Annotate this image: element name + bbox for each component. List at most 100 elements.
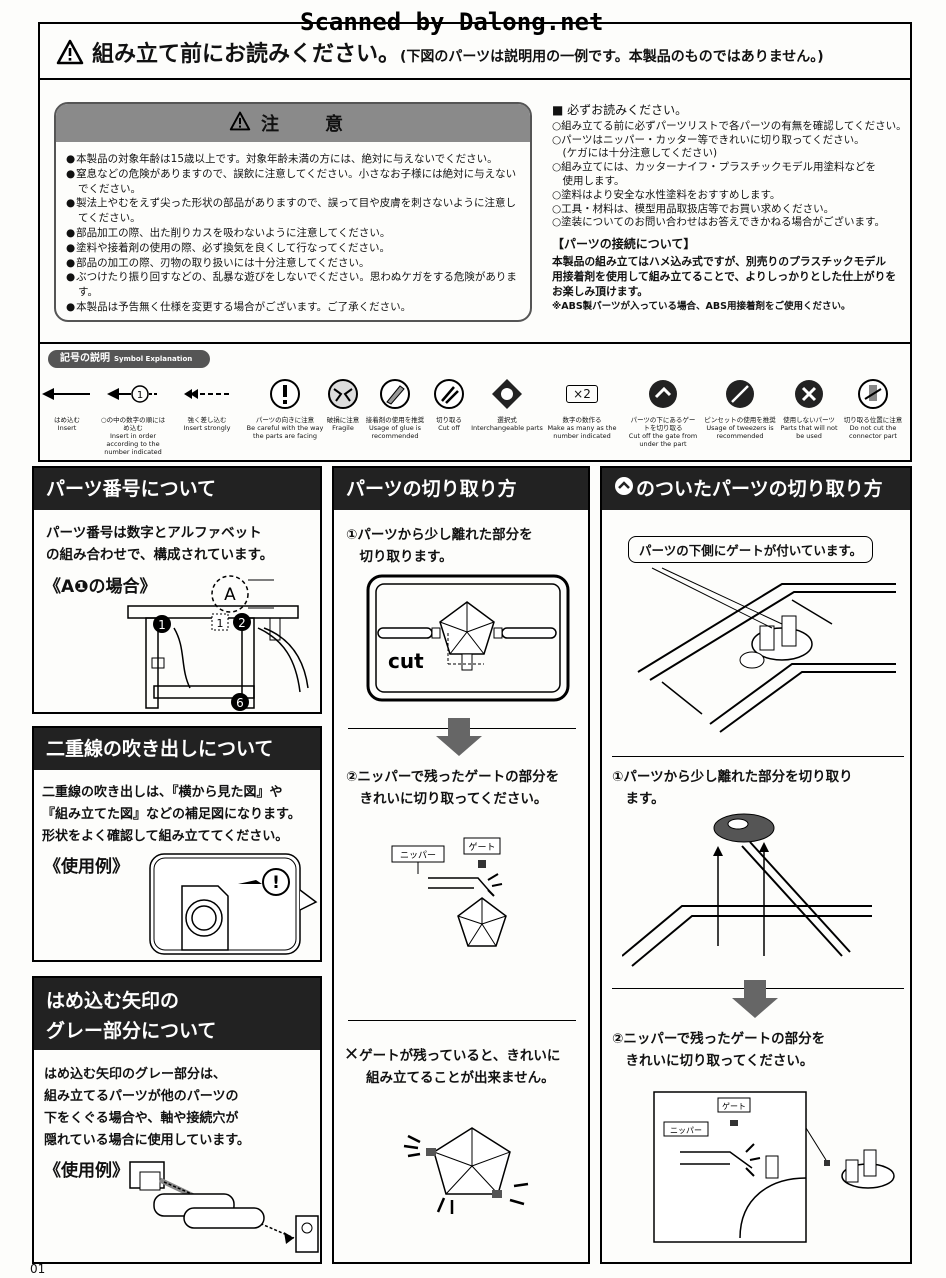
- gate-remaining-diagram: [403, 1127, 529, 1214]
- label-six: 6: [236, 696, 244, 710]
- down-arrow-icon: [436, 718, 482, 756]
- nipper-label: ニッパー: [400, 850, 436, 861]
- panel-title: はめ込む矢印のグレー部分について: [34, 978, 320, 1050]
- connect-title: 【パーツの接続について】: [552, 237, 696, 252]
- caution-title-bar: 注 意: [56, 104, 530, 142]
- notes-item: 使用します。: [552, 174, 625, 187]
- gate-nipper-diagram: ゲート ニッパー: [653, 1091, 895, 1243]
- notes-item: ○塗料はより安全な水性塗料をおすすめします。: [552, 188, 781, 201]
- caution-box: 注 意 本製品の対象年齢は15歳以上です。対象年齢未満の方には、絶対に与えないで…: [54, 102, 532, 322]
- notes-heading: ■ 必ずお読みください。: [552, 103, 688, 117]
- panel-gray-arrow: はめ込む矢印のグレー部分について はめ込む矢印のグレー部分は、組み立てるパーツが…: [32, 976, 322, 1264]
- warning-icon: [56, 39, 84, 71]
- gate-label: ゲート: [468, 841, 495, 853]
- svg-text:1: 1: [137, 390, 143, 401]
- panel-title: 二重線の吹き出しについて: [34, 728, 320, 770]
- panel-title: のついたパーツの切り取り方: [602, 468, 910, 510]
- no-cut-icon: [858, 379, 888, 409]
- notes-item: (ケガには十分注意してください): [552, 147, 718, 160]
- fragile-icon: [328, 379, 358, 409]
- panel-bubble: 二重線の吹き出しについて 二重線の吹き出しは、『横から見た図』や『組み立てた図』…: [32, 726, 322, 962]
- caution-title: 注 意: [261, 114, 357, 135]
- gate-under-icon: [649, 380, 677, 408]
- exclamation-icon: !: [272, 873, 280, 893]
- label-box1: 1: [217, 617, 224, 630]
- panel-part-number: パーツ番号について パーツ番号は数字とアルファベットの組み合わせで、構成されてい…: [32, 466, 322, 714]
- example-label: 《A❶の場合》: [44, 577, 157, 597]
- notes-section: ■ 必ずお読みください。 ○組み立てる前に必ずパーツリストで各パーツの有無を確認…: [552, 103, 912, 314]
- caution-item: 製法上やむをえず尖った形状の部品がありますので、誤って目や皮膚を刺さないように注…: [66, 196, 520, 226]
- label-one: 1: [158, 618, 166, 632]
- label-a: A: [224, 585, 236, 605]
- down-arrow-icon: [732, 980, 778, 1018]
- panel-text: はめ込む矢印のグレー部分は、組み立てるパーツが他のパーツの下をくぐる場合や、軸や…: [44, 1067, 250, 1148]
- double-arrow-icon: [184, 389, 230, 399]
- page-header: 組み立て前にお読みください。(下図のパーツは説明用の一例です。本製品のものではあ…: [56, 36, 824, 71]
- gate-cut-diagram: [622, 813, 872, 967]
- caution-item: 窒息などの危険がありますので、誤飲に注意してください。小さなお子様には絶対に与え…: [66, 167, 520, 197]
- step-1: ①パーツから少し離れた部分を 切り取ります。: [346, 527, 533, 565]
- gray-arrow-diagram: [129, 1161, 319, 1253]
- panel-title: パーツの切り取り方: [334, 468, 588, 510]
- step-2: ②ニッパーで残ったゲートの部分を きれいに切り取ってください。: [346, 769, 560, 807]
- connect-line: 用接着剤を使用して組み立てることで、よりしっかりとした仕上がりを: [552, 269, 897, 283]
- insert-arrow-icon: [42, 388, 90, 400]
- warning-icon: [229, 111, 251, 136]
- example-label: 《使用例》: [44, 857, 129, 877]
- header-divider: [38, 78, 912, 80]
- cross-icon: ✕: [344, 1044, 360, 1065]
- connect-line: ※ABS製パーツが入っている場合、ABS用接着剤をご使用ください。: [552, 300, 851, 312]
- intro-frame: [38, 22, 912, 344]
- caution-item: 塗料や接着剤の使用の際、必ず換気を良くして行なってください。: [66, 241, 520, 256]
- gate-runner-diagram: [637, 567, 896, 733]
- header-title: 組み立て前にお読みください。: [92, 42, 401, 67]
- exclamation-icon: [270, 379, 300, 409]
- nipper-label: ニッパー: [670, 1126, 702, 1135]
- tweezers-icon: [726, 380, 754, 408]
- header-subtitle: (下図のパーツは説明用の一例です。本製品のものではありません。): [400, 49, 824, 65]
- symbol-frame: [38, 344, 912, 462]
- gate-callout: パーツの下側にゲートが付いています。: [628, 536, 874, 563]
- caution-item: 部品加工の際、出た削りカスを吸わないように注意してください。: [66, 226, 520, 241]
- notes-item: ○組み立てには、カッターナイフ・プラスチックモデル用塗料などを: [552, 161, 876, 174]
- caution-item: 部品の加工の際、刃物の取り扱いには十分注意してください。: [66, 256, 520, 271]
- unused-icon: [795, 380, 823, 408]
- notes-item: ○工具・材料は、模型用品取扱店等でお買い求めください。: [552, 202, 835, 215]
- glue-icon: [380, 379, 410, 409]
- connect-line: お楽しみ頂けます。: [552, 284, 649, 298]
- gate-label: ゲート: [722, 1101, 746, 1111]
- cut-label: cut: [388, 649, 424, 673]
- label-two: 2: [238, 616, 246, 630]
- caution-item: ぶつけたり振り回すなどの、乱暴な遊びをしないでください。思わぬケガをする危険があ…: [66, 270, 520, 300]
- gate-under-icon: [614, 469, 634, 511]
- notes-item: ○パーツはニッパー・カッター等できれいに切り取ってください。: [552, 133, 865, 146]
- step-2: ②ニッパーで残ったゲートの部分を きれいに切り取ってください。: [612, 1031, 826, 1069]
- page-number: 01: [30, 1262, 46, 1276]
- times-two-icon: ×2: [566, 385, 598, 403]
- panel-text: パーツ番号は数字とアルファベットの組み合わせで、構成されています。: [46, 525, 274, 563]
- cut-diagram: cut: [366, 574, 570, 702]
- connect-line: 本製品の組み立てはハメ込み式ですが、別売りのプラスチックモデル: [552, 254, 887, 268]
- panel-cut-method: パーツの切り取り方 ①パーツから少し離れた部分を 切り取ります。 cut ②ニッ…: [332, 466, 590, 1264]
- numbered-arrow-icon: 1: [107, 385, 159, 403]
- caution-list: 本製品の対象年齢は15歳以上です。対象年齢未満の方には、絶対に与えないでください…: [56, 142, 530, 315]
- nipper-diagram: ニッパー ゲート: [391, 837, 507, 947]
- selectable-icon: [492, 379, 522, 409]
- caution-item: 本製品は予告無く仕様を変更する場合がございます。ご了承ください。: [66, 300, 520, 315]
- warning-note: ✕ゲートが残っていると、きれいに 組み立てることが出来ません。: [344, 1044, 561, 1086]
- panel-text: 二重線の吹き出しは、『横から見た図』や『組み立てた図』などの補足図になります。形…: [42, 785, 301, 844]
